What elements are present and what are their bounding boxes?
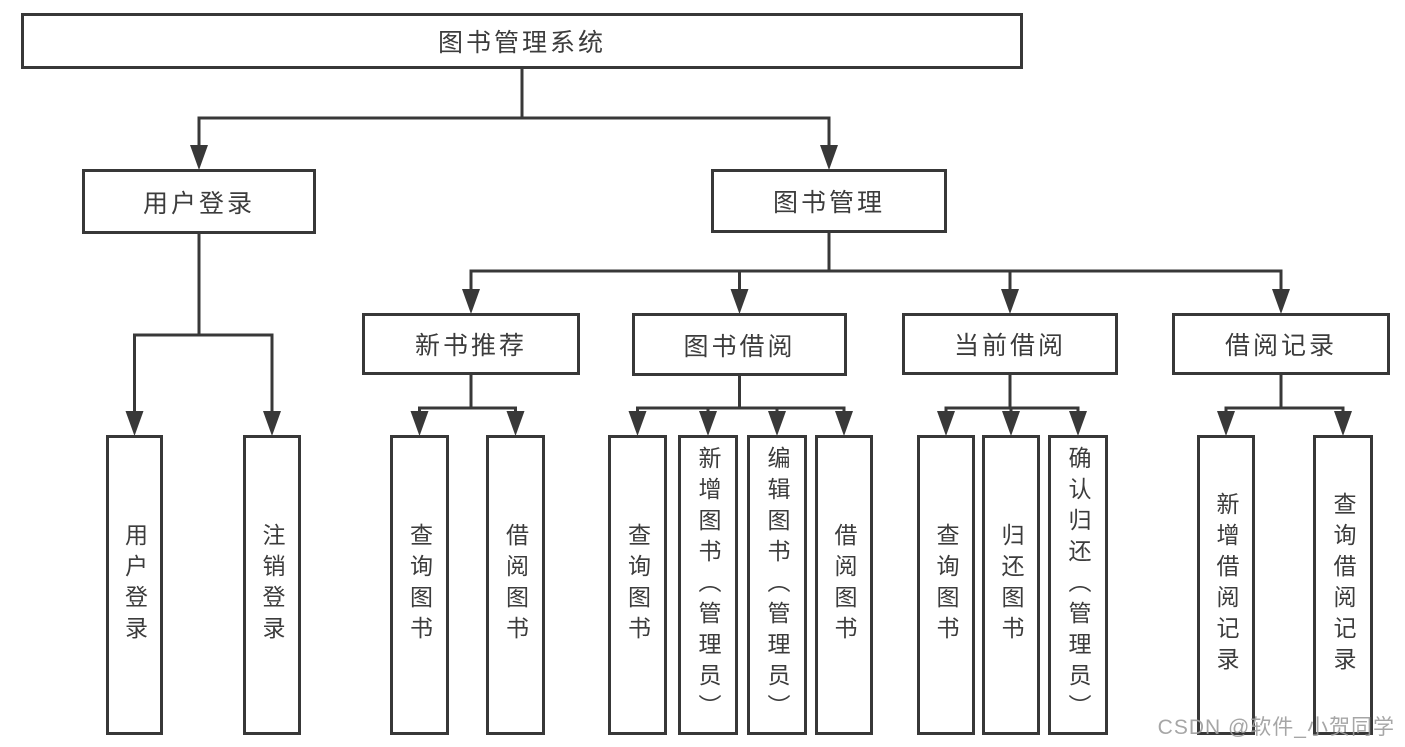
diagram-node-current-borrow: 当前借阅 (902, 313, 1118, 375)
diagram-node-leaf-borrow-book-2: 借阅图书 (815, 435, 873, 735)
node-label-borrow-records: 借阅记录 (1224, 332, 1337, 360)
diagram-node-leaf-edit-book: 编辑图书（管理员） (747, 435, 807, 735)
node-label-leaf-return-book: 归还图书 (998, 523, 1024, 647)
diagram-node-leaf-borrow-book-1: 借阅图书 (486, 435, 545, 735)
node-label-leaf-add-book: 新增图书（管理员） (695, 445, 721, 725)
node-label-new-book-rec: 新书推荐 (414, 332, 527, 360)
node-label-leaf-user-login: 用户登录 (121, 523, 148, 647)
diagram-node-book-mgmt: 图书管理 (711, 169, 947, 233)
diagram-node-leaf-query-record: 查询借阅记录 (1313, 435, 1373, 735)
node-label-leaf-query-book-1: 查询图书 (406, 523, 433, 647)
diagram-node-leaf-return-book: 归还图书 (982, 435, 1040, 735)
node-label-leaf-confirm-return: 确认归还（管理员） (1065, 445, 1091, 725)
node-label-book-mgmt: 图书管理 (772, 189, 885, 217)
diagram-node-borrow-records: 借阅记录 (1172, 313, 1390, 375)
diagram-node-leaf-user-login: 用户登录 (106, 435, 163, 735)
diagram-node-user-login: 用户登录 (82, 169, 316, 234)
node-label-leaf-query-book-2: 查询图书 (624, 523, 651, 647)
node-label-leaf-borrow-book-1: 借阅图书 (502, 523, 529, 647)
watermark-text: CSDN @软件_小贺同学 (1157, 716, 1395, 739)
diagram-node-leaf-query-book-3: 查询图书 (917, 435, 975, 735)
diagram-node-leaf-add-record: 新增借阅记录 (1197, 435, 1255, 735)
node-label-leaf-logout: 注销登录 (259, 523, 285, 647)
node-label-leaf-query-record: 查询借阅记录 (1330, 492, 1356, 678)
diagram-node-leaf-logout: 注销登录 (243, 435, 301, 735)
node-label-leaf-edit-book: 编辑图书（管理员） (764, 445, 790, 725)
node-label-leaf-query-book-3: 查询图书 (933, 523, 959, 647)
diagram-node-leaf-add-book: 新增图书（管理员） (678, 435, 738, 735)
diagram-node-leaf-query-book-2: 查询图书 (608, 435, 667, 735)
node-label-book-borrow: 图书借阅 (683, 332, 796, 361)
diagram-node-new-book-rec: 新书推荐 (362, 313, 580, 375)
diagram-node-leaf-confirm-return: 确认归还（管理员） (1048, 435, 1108, 735)
node-label-user-login: 用户登录 (142, 189, 255, 218)
node-label-leaf-borrow-book-2: 借阅图书 (831, 523, 857, 647)
diagram-node-leaf-query-book-1: 查询图书 (390, 435, 449, 735)
diagram-node-root: 图书管理系统 (21, 13, 1023, 69)
node-label-current-borrow: 当前借阅 (953, 332, 1066, 360)
node-label-leaf-add-record: 新增借阅记录 (1213, 492, 1239, 678)
node-label-root: 图书管理系统 (437, 29, 606, 57)
diagram-node-book-borrow: 图书借阅 (632, 313, 847, 376)
